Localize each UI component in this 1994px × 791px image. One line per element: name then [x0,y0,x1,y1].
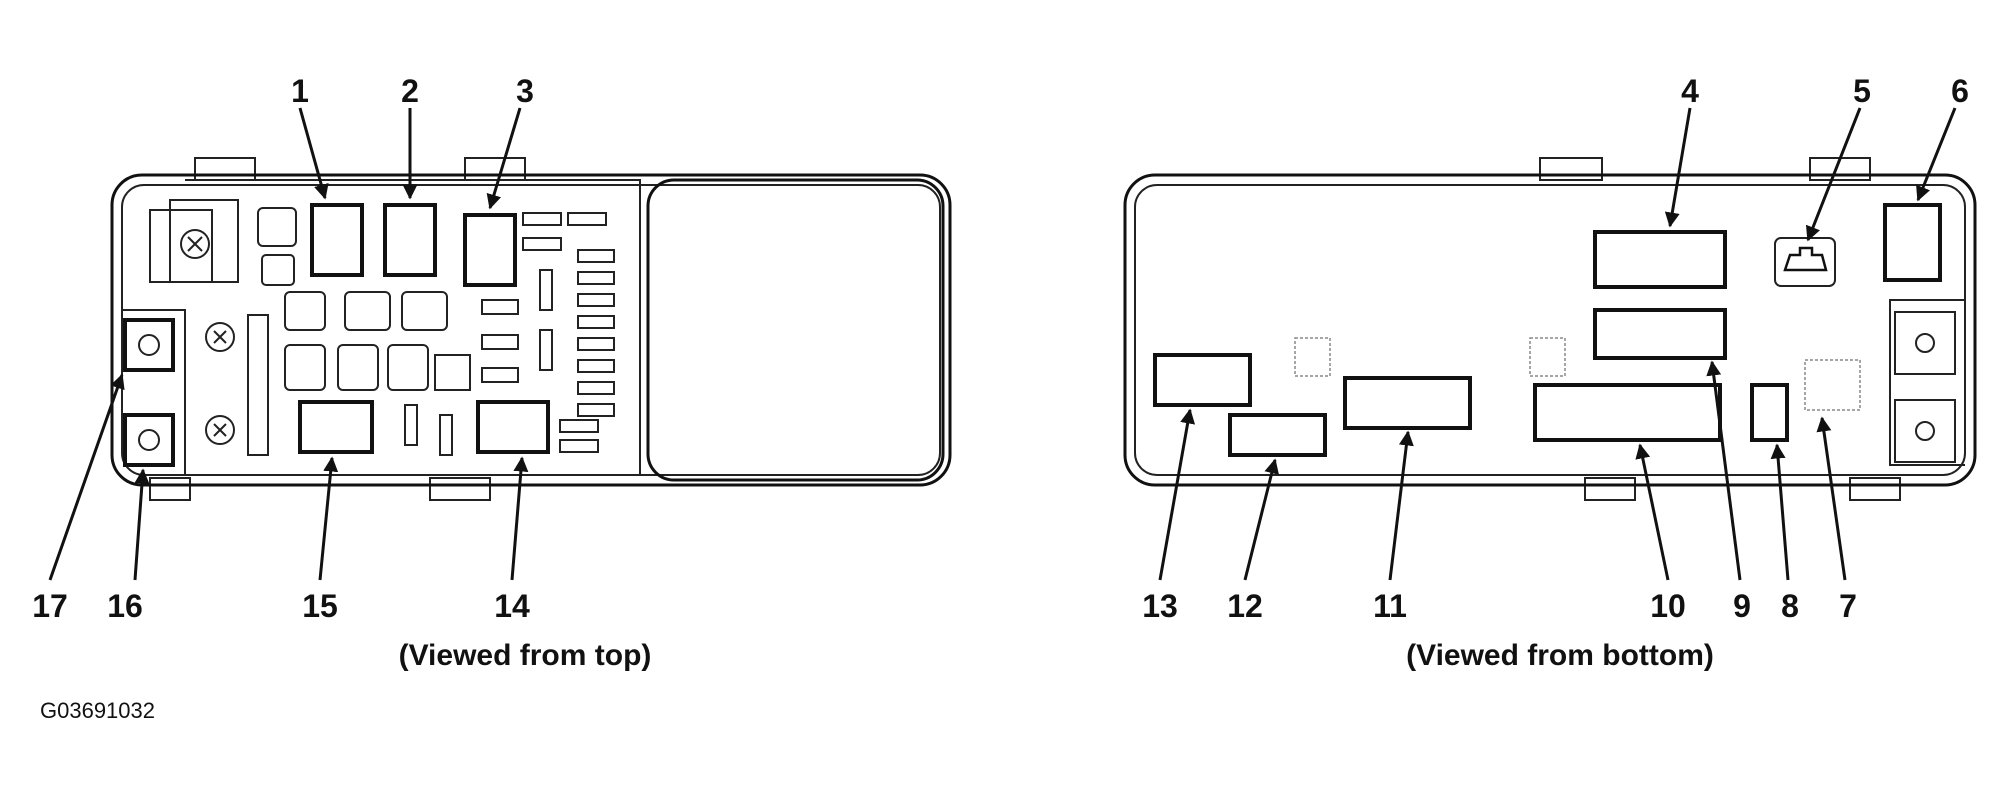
part-5 [1774,237,1836,287]
label-3: 3 [516,73,534,109]
label-12: 12 [1227,588,1263,624]
part-16 [123,413,175,467]
part-1 [310,203,364,277]
label-13: 13 [1142,588,1178,624]
part-2 [383,203,437,277]
label-10: 10 [1650,588,1686,624]
label-8: 8 [1781,588,1799,624]
part-12 [1228,413,1327,457]
part-6 [1883,203,1942,282]
part-10 [1533,383,1722,442]
part-8 [1750,383,1789,442]
label-6: 6 [1951,73,1969,109]
label-2: 2 [401,73,419,109]
label-17: 17 [32,588,68,624]
top-view-housing [110,157,952,501]
part-4 [1593,230,1727,289]
label-1: 1 [291,73,309,109]
part-3 [463,213,517,287]
label-14: 14 [494,588,530,624]
part-15 [298,400,374,454]
label-4: 4 [1681,73,1699,109]
bottom-view-housing [1123,157,1977,501]
label-16: 16 [107,588,143,624]
part-14 [476,400,550,454]
figure-code: G03691032 [40,698,155,723]
caption-bottom-view: (Viewed from bottom) [1406,639,1714,672]
caption-top-view: (Viewed from top) [399,639,652,672]
label-7: 7 [1839,588,1857,624]
label-15: 15 [302,588,338,624]
part-11 [1343,376,1472,430]
label-11: 11 [1373,588,1407,624]
label-5: 5 [1853,73,1871,109]
part-9 [1593,308,1727,360]
label-9: 9 [1733,588,1751,624]
part-13 [1153,353,1252,407]
part-17 [123,318,175,372]
